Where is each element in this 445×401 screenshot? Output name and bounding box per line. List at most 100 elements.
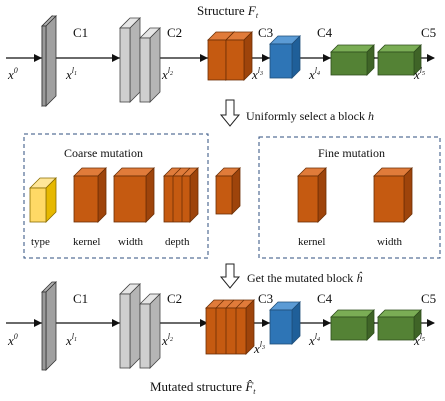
x-sub: 2 [170,337,174,343]
fine-kernel-block [297,167,327,223]
c2-orange-blocks [207,31,253,81]
arrow-head [34,54,42,62]
top-tensor-label: xl4 [309,66,321,82]
bottom-stage-label: C5 [421,291,437,306]
arrow-head [262,54,270,62]
x-sup: l [167,66,171,75]
c2-gray-plates-bottom [119,283,161,369]
x-sup: l [314,332,318,341]
x-sup: l [167,332,171,341]
x-base: x [309,333,315,348]
x-sup: l [71,332,75,341]
x-sub: 4 [317,71,321,77]
coarse-mutation-title: Coarse mutation [64,146,143,160]
c4-green-block-bottom [330,309,375,341]
arrow-head [34,319,42,327]
bottom-tensor-label: xl4 [309,332,320,348]
coarse-mutation-box [23,133,209,259]
bottom-tensor-label: xl3 [254,340,266,356]
c4-green-block [330,44,375,76]
fine-mutation-title: Fine mutation [318,146,385,160]
structure-title-text: Structure [197,3,245,18]
top-tensor-label: xl3 [252,67,264,82]
x-base: x [8,67,14,82]
x-sub: 1 [74,337,78,343]
bottom-tensor-label: xl1 [66,332,78,348]
bottom-stage-label: C1 [73,291,89,306]
coarse-item-label: width [118,236,144,248]
top-stage-label: C4 [317,25,333,40]
step1-symbol: h [367,109,374,123]
x-base: x [309,67,315,82]
x-base: x [66,333,72,348]
mutated-caption-symbol-sub: t [253,387,256,396]
x-base: x [414,67,420,82]
x-sup: 0 [13,332,18,341]
mutated-caption-text: Mutated structure [150,379,243,394]
bottom-input-label: x0 [8,332,18,348]
x-sub: 3 [260,71,264,77]
top-input-label: x0 [8,66,18,82]
down-arrow-2 [219,263,241,289]
x-sup: l [71,66,75,75]
coarse-item-label: kernel [73,236,101,248]
arrow-head [262,319,270,327]
bottom-stage-label: C2 [167,291,183,306]
step2-text: Get the mutated block [247,271,354,285]
x-base: x [162,67,168,82]
c5-green-block-bottom [377,309,422,341]
bottom-structure [6,281,435,371]
mutated-caption-symbol: F̂ [245,379,254,394]
selected-block [215,167,241,215]
x-base: x [414,333,420,348]
x-base: x [66,67,72,82]
c1-plate-bottom [41,281,57,371]
c1-plate [41,15,57,107]
coarse-type-block [29,177,57,223]
x-sub: 5 [422,337,426,343]
mutated-structure-caption: Mutated structure F̂t [150,379,256,396]
c3-blue-block [269,35,301,79]
structure-title: Structure Ft [197,3,259,20]
x-sub: 3 [262,345,266,351]
x-sup: l [419,332,423,341]
coarse-item-label: depth [165,236,190,248]
arrow-head [200,319,208,327]
step1-text: Uniformly select a block [246,109,365,123]
top-stage-label: C1 [73,25,89,40]
top-tensor-label: xl5 [414,67,426,82]
arrow-head [112,54,120,62]
top-stage-label: C2 [167,25,183,40]
x-sup: l [259,340,263,349]
x-sup: 0 [13,66,18,75]
bottom-tensor-label: xl2 [162,332,174,348]
top-stage-label: C5 [421,25,437,40]
x-sub: 5 [422,71,426,77]
x-base: x [254,341,260,356]
c2-gray-plates [119,17,161,103]
x-base: x [252,67,258,82]
x-sub: 2 [170,71,174,77]
c3-blue-block-bottom [269,301,301,345]
arrow-head [323,54,331,62]
fine-mutation-box [258,136,441,259]
x-sup: l [314,66,318,75]
coarse-depth-block [163,167,199,223]
arrow-head [427,54,435,62]
step2-symbol: ĥ [356,271,363,285]
coarse-width-block [113,167,155,223]
coarse-item-label: type [31,236,50,248]
structure-title-symbol-sub: t [255,11,259,20]
mutated-c2-orange-block [205,299,255,355]
fine-width-block [373,167,413,223]
c5-green-block [377,44,422,76]
top-stage-label: C3 [258,25,274,40]
step2-caption: Get the mutated block ĥ [247,272,362,284]
arrow-head [427,319,435,327]
arrow-head [112,319,120,327]
fine-item-label: width [377,236,403,248]
bottom-stage-label: C3 [258,291,274,306]
arrow-head [323,319,331,327]
coarse-kernel-block [73,167,107,223]
